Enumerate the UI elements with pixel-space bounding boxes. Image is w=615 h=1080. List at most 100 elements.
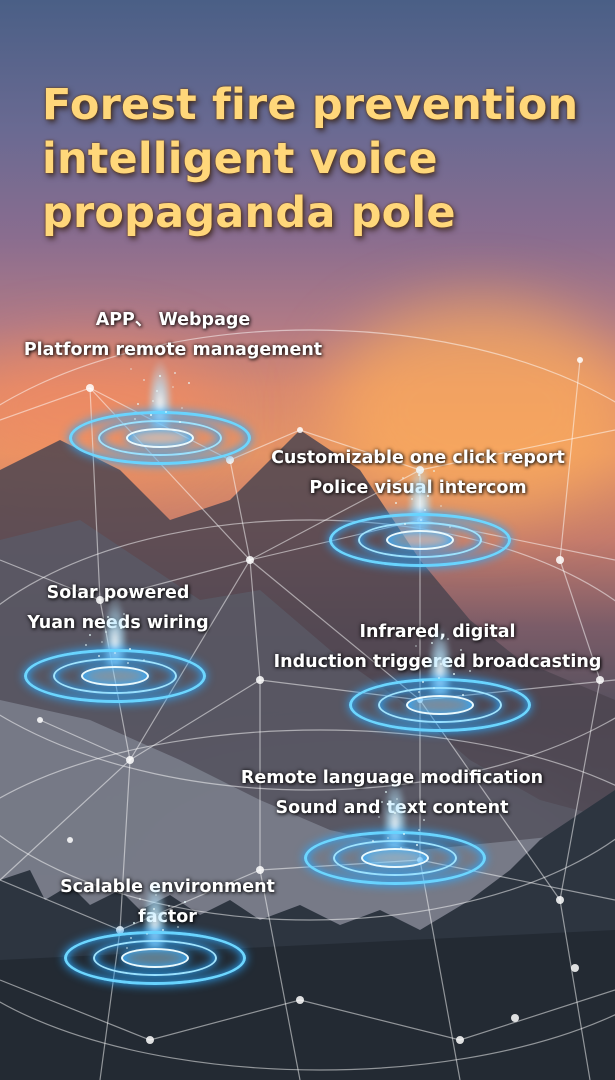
sparkle (433, 687, 436, 690)
glow-ring-node (349, 625, 531, 745)
sparkle (417, 690, 420, 693)
sparkle (113, 651, 116, 654)
sparkle (152, 399, 155, 402)
sparkle (139, 897, 142, 900)
sparkle (91, 619, 94, 622)
inner-ring (361, 848, 429, 868)
sparkle (168, 904, 171, 907)
feature-line: Platform remote management (23, 340, 323, 360)
feature-line: APP、 Webpage (95, 310, 251, 330)
sparkle (122, 612, 125, 615)
sparkle (387, 836, 390, 839)
sparkle (384, 791, 387, 793)
sparkle (170, 890, 173, 893)
outer-ring (64, 931, 246, 985)
sparkle (158, 375, 161, 378)
sparkle (172, 386, 174, 388)
sparkle (402, 833, 405, 835)
sparkle (411, 498, 413, 501)
sparkle (155, 894, 157, 896)
sparkle (152, 908, 155, 911)
glow-ring-node (304, 778, 486, 898)
outer-ring (24, 649, 206, 703)
sparkle (462, 694, 465, 697)
sparkle (426, 494, 429, 497)
sparkle (98, 655, 101, 658)
sparkle (148, 918, 151, 921)
sparkle (396, 797, 399, 800)
title-line-2: intelligent voice (42, 134, 438, 184)
inner-ring (386, 530, 454, 550)
sparkle (404, 522, 407, 525)
glow-ring-node (24, 596, 206, 716)
sparkle (442, 491, 445, 493)
inner-ring (121, 948, 189, 968)
sparkle (104, 630, 107, 633)
sparkle (439, 505, 442, 508)
sparkle (130, 368, 132, 370)
middle-ring (53, 658, 177, 694)
title-line-1: Forest fire prevention (42, 80, 579, 130)
sparkle (437, 677, 440, 679)
sparkle (395, 501, 398, 504)
sparkle (448, 526, 451, 529)
sparkle (142, 658, 145, 661)
feature-line: Customizable one click report (271, 448, 565, 468)
sparkle (156, 389, 159, 392)
middle-ring (358, 522, 482, 558)
sparkle (177, 925, 180, 928)
sparkle (433, 470, 436, 472)
glow-ring-node (64, 878, 246, 998)
sparkle (183, 901, 186, 904)
sparkle (393, 812, 396, 814)
sparkle (378, 815, 381, 818)
middle-ring (98, 420, 222, 456)
sparkle (418, 829, 421, 832)
sparkle (459, 648, 462, 651)
outer-ring (304, 831, 486, 885)
sparkle (136, 623, 138, 626)
sparkle (371, 840, 374, 843)
sparkle (178, 421, 181, 424)
sparkle (417, 473, 420, 476)
sparkle (134, 417, 137, 420)
sparkle (100, 640, 103, 643)
middle-ring (378, 687, 502, 723)
sparkle (174, 371, 177, 374)
sparkle (402, 477, 404, 480)
sparkle (130, 936, 133, 939)
inner-ring (126, 428, 194, 448)
feature-label-app-webpage: APP、 Webpage Platform remote management (18, 305, 328, 365)
sparkle (187, 382, 190, 385)
sparkle (455, 659, 458, 661)
glow-ring-node (69, 358, 251, 478)
sparkle (416, 843, 418, 846)
sparkle (129, 648, 132, 650)
sparkle (422, 819, 425, 822)
sparkle (446, 638, 449, 640)
sparkle (446, 480, 449, 483)
sparkle (89, 634, 92, 637)
sparkle (424, 509, 427, 511)
outer-ring (329, 513, 511, 567)
sparkle (453, 673, 456, 676)
sparkle (149, 414, 152, 417)
sparkle (431, 641, 433, 644)
sparkle (120, 627, 123, 629)
sparkle (143, 378, 146, 381)
sparkle (365, 804, 367, 807)
middle-ring (93, 940, 217, 976)
sparkle (415, 645, 418, 648)
inner-ring (406, 695, 474, 715)
sparkle (400, 847, 403, 850)
sparkle (420, 519, 422, 522)
sparkle (165, 410, 168, 413)
sparkle (136, 403, 139, 406)
sparkle (181, 407, 183, 409)
sparkle (132, 922, 135, 925)
sparkle (146, 933, 148, 935)
glow-ring-node (329, 460, 511, 580)
sparkle (397, 487, 400, 490)
